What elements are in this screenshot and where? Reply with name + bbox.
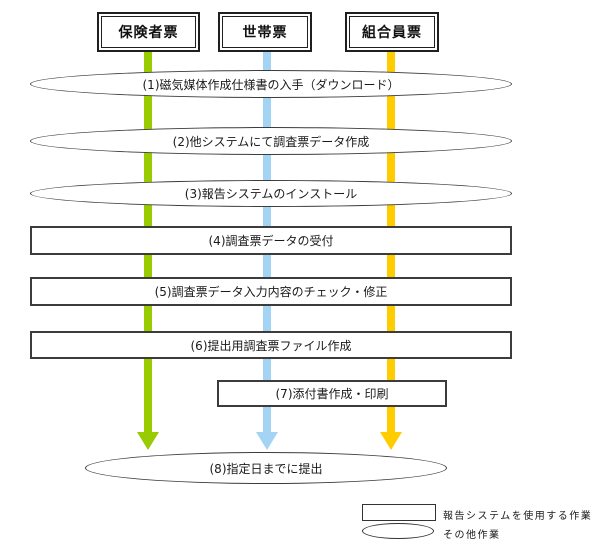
step-7-rect: (7)添付書作成・印刷 [217, 380, 447, 407]
legend-rect-label: 報告システムを使用する作業 [443, 511, 593, 522]
step-6-rect: (6)提出用調査票ファイル作成 [30, 331, 512, 359]
source-box-household-label: 世帯票 [222, 16, 308, 48]
blue-flow-arrow-head-icon [256, 432, 278, 450]
source-box-union-member-label: 組合員票 [349, 16, 435, 48]
source-box-household: 世帯票 [218, 12, 312, 52]
legend-ellipse-symbol [362, 523, 434, 539]
source-box-insurer-label: 保険者票 [101, 16, 196, 48]
source-box-insurer: 保険者票 [97, 12, 200, 52]
step-1-ellipse: (1)磁気媒体作成仕様書の入手（ダウンロード） [30, 70, 512, 98]
source-box-union-member: 組合員票 [345, 12, 439, 52]
green-flow-arrow-head-icon [137, 432, 159, 450]
legend-ellipse-label: その他作業 [443, 530, 501, 541]
step-3-ellipse: (3)報告システムのインストール [30, 180, 512, 207]
step-8-ellipse: (8)指定日までに提出 [85, 452, 447, 484]
step-4-rect: (4)調査票データの受付 [30, 226, 512, 255]
step-2-ellipse: (2)他システムにて調査票データ作成 [30, 127, 512, 155]
legend-rect-symbol [362, 504, 436, 521]
step-5-rect: (5)調査票データ入力内容のチェック・修正 [30, 277, 512, 306]
yellow-flow-arrow-head-icon [380, 432, 402, 450]
